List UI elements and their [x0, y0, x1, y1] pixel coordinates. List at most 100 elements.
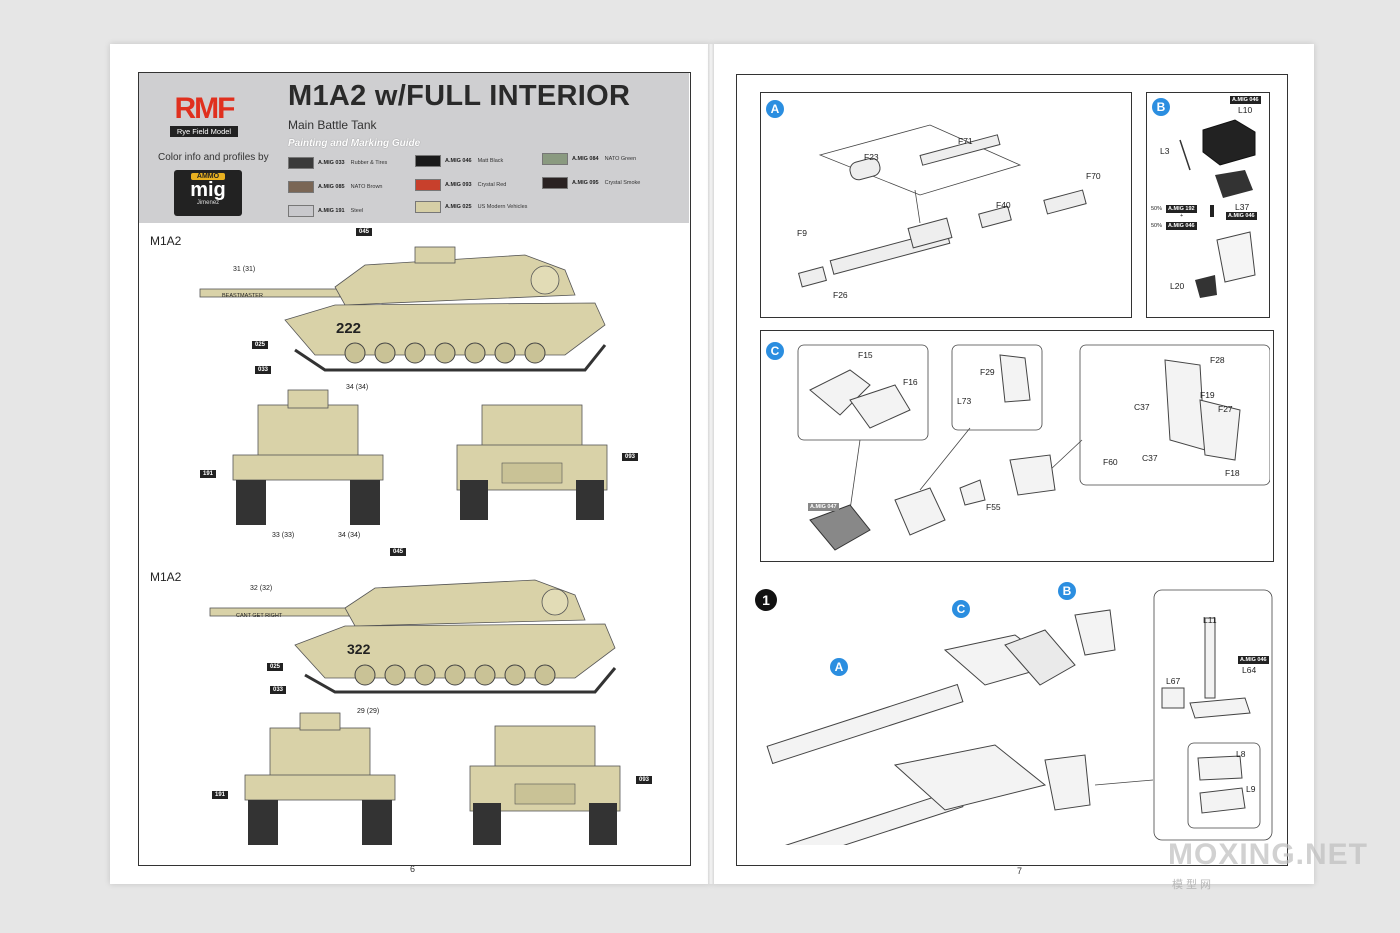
step-1-detail-callout: [1153, 589, 1273, 841]
tank-side-view-1: [199, 246, 607, 372]
part-f28: F28: [1210, 355, 1225, 365]
callout-c: C: [952, 600, 970, 618]
swatch-name: NATO Green: [604, 156, 637, 162]
tank-side-view-2: [209, 579, 617, 694]
decal-number: 29: [357, 708, 365, 715]
swatch-code: A.MIG 095: [572, 180, 599, 186]
swatch-chip-5: [542, 177, 568, 189]
part-c37-a: C37: [1134, 402, 1150, 412]
swatch-chip-1: [415, 155, 441, 167]
part-l8: L8: [1236, 749, 1246, 759]
ammo-logo-main: mig: [190, 179, 226, 201]
decal-number: 33: [272, 532, 280, 539]
tank-rear-view-2: [469, 725, 621, 845]
decal-callout-bottom-2: 29 (29): [357, 708, 380, 715]
swatch-code: A.MIG 033: [318, 160, 345, 166]
swatch: A.MIG 084 NATO Green: [542, 153, 636, 165]
barrel-name-1: BEASTMASTER: [222, 293, 263, 299]
tag-025: 025: [252, 341, 269, 349]
swatch-code: A.MIG 093: [445, 182, 472, 188]
step-a-badge: A: [766, 100, 784, 118]
rmf-logo-caption: Rye Field Model: [170, 126, 238, 137]
left-page-frame: [138, 72, 691, 866]
part-f71: F71: [958, 136, 973, 146]
tank-front-view-1: [232, 389, 384, 525]
tank-rear-view-1: [456, 404, 608, 520]
decal-number: 32: [262, 585, 270, 592]
swatch-chip-4: [415, 179, 441, 191]
hull-number-1: 222: [336, 320, 362, 337]
paint-tag-1: A.MIG 046: [1238, 656, 1269, 664]
tank-front-view-2: [244, 712, 396, 845]
paint-tag-b-3: A.MIG 192: [1166, 205, 1197, 213]
ratio-2: 50%: [1151, 223, 1163, 229]
swatch-code: A.MIG 025: [445, 204, 472, 210]
page-title: M1A2 w/FULL INTERIOR: [288, 80, 631, 112]
tag-033: 033: [255, 366, 272, 374]
decal-callout-front-1: 33 (33): [272, 532, 295, 539]
step-c-badge: C: [766, 342, 784, 360]
paint-tag-b-1: A.MIG 046: [1230, 96, 1261, 104]
main-gun-assembly-drawing: [766, 609, 1154, 845]
swatch-name: Steel: [350, 208, 364, 214]
tag-033: 033: [270, 686, 287, 694]
part-l3: L3: [1160, 146, 1170, 156]
swatch-chip-7: [415, 201, 441, 213]
part-l20: L20: [1170, 281, 1185, 291]
swatch-chip-3: [288, 181, 314, 193]
part-f15: F15: [858, 350, 873, 360]
breech-assembly-drawing: [797, 344, 1270, 551]
part-l10: L10: [1238, 105, 1253, 115]
decal-number: 34: [346, 384, 354, 391]
paint-tag-b-2: A.MIG 046: [1226, 212, 1257, 220]
decal-number: 34: [350, 532, 358, 539]
decal-number: 33: [284, 532, 292, 539]
tag-045: 045: [390, 548, 407, 556]
part-f70: F70: [1086, 171, 1101, 181]
variant-2-label: M1A2: [150, 570, 182, 584]
step-b-box: [1146, 92, 1270, 318]
part-f40: F40: [996, 200, 1011, 210]
swatch-code: A.MIG 085: [318, 184, 345, 190]
swatch-name: US Modern Vehicles: [477, 204, 528, 210]
part-l73: L73: [957, 396, 972, 406]
callout-a: A: [830, 658, 848, 676]
swatch-code: A.MIG 084: [572, 156, 599, 162]
decal-number: 32: [250, 585, 258, 592]
page-number-right: 7: [1017, 866, 1023, 876]
step-b-drawing: [1179, 119, 1256, 298]
paint-tag-b-4: A.MIG 046: [1166, 222, 1197, 230]
part-l37: L37: [1235, 202, 1250, 212]
ammo-logo-top: AMMO: [191, 173, 225, 180]
part-f27: F27: [1218, 404, 1233, 414]
color-info-text: Color info and profiles by: [158, 152, 269, 163]
swatch-chip-0: [288, 157, 314, 169]
step-c-box: [760, 330, 1274, 562]
rmf-logo-letters: RMF: [174, 92, 236, 125]
part-f18: F18: [1225, 468, 1240, 478]
decal-number: 31: [245, 266, 253, 273]
page-subtitle: Main Battle Tank: [288, 118, 377, 132]
swatch-name: NATO Brown: [350, 184, 383, 190]
swatch-name: Matt Black: [477, 158, 504, 164]
guide-heading: Painting and Marking Guide: [288, 138, 421, 149]
decal-number: 31: [233, 266, 241, 273]
swatch: A.MIG 085 NATO Brown: [288, 181, 382, 193]
page-number-left: 6: [410, 864, 416, 874]
decal-callout-bottom-1: 34 (34): [346, 384, 369, 391]
part-l67: L67: [1166, 676, 1181, 686]
decal-callout-rear-1: 34 (34): [338, 532, 361, 539]
part-f23: F23: [864, 152, 879, 162]
decal-callout-top-2: 32 (32): [250, 585, 273, 592]
tag-191: 191: [200, 470, 217, 478]
decal-number: 29: [369, 708, 377, 715]
part-l11: L11: [1203, 615, 1217, 625]
plus-sign: +: [1180, 213, 1184, 219]
watermark-cn: 模型网: [1172, 879, 1214, 891]
barrel-name-2: CANT GET RIGHT: [236, 613, 283, 619]
